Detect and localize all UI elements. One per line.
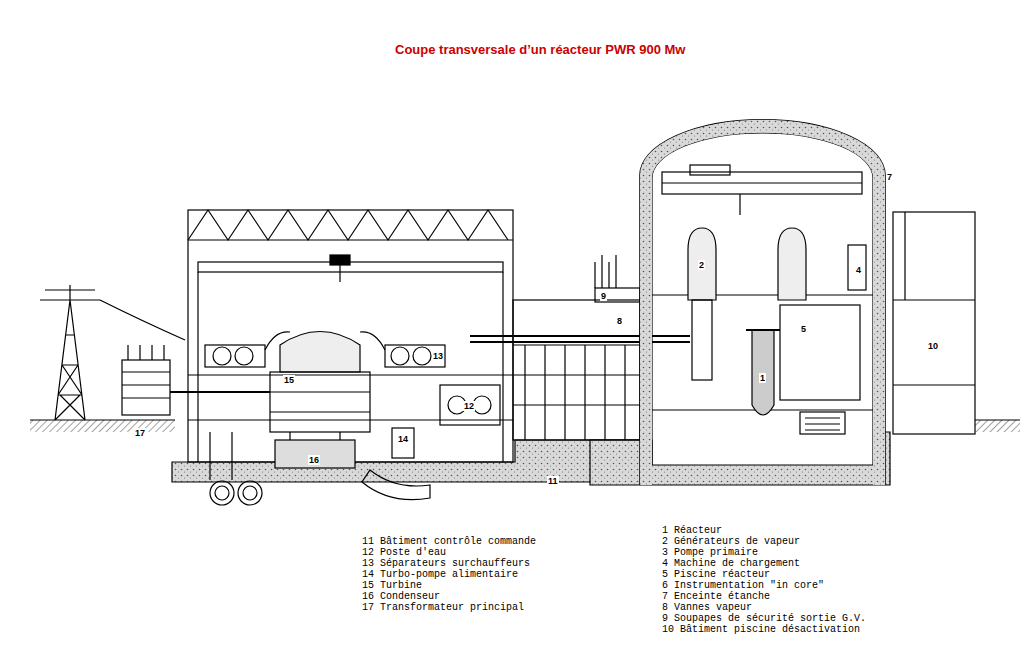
- callout-number: 10: [927, 341, 939, 351]
- callout-number: 12: [463, 401, 475, 411]
- callout-number: 8: [616, 316, 623, 326]
- legend-line: 1 Réacteur: [662, 525, 722, 536]
- callout-number: 13: [432, 351, 444, 361]
- legend-line: 5 Piscine réacteur: [662, 569, 770, 580]
- legend-line: 2 Générateurs de vapeur: [662, 536, 800, 547]
- legend-line: 9 Soupapes de sécurité sortie G.V.: [662, 613, 866, 624]
- legend-line: 3 Pompe primaire: [662, 547, 758, 558]
- callout-number: 9: [600, 291, 607, 301]
- legend-line: 10 Bâtiment piscine désactivation: [662, 624, 860, 635]
- legend-line: 4 Machine de chargement: [662, 558, 800, 569]
- callout-number: 7: [886, 172, 893, 182]
- callout-number: 5: [800, 324, 807, 334]
- callout-number: 17: [134, 428, 146, 438]
- legend-line: 8 Vannes vapeur: [662, 602, 752, 613]
- callout-number: 4: [855, 265, 862, 275]
- legend-line: 11 Bâtiment contrôle commande: [362, 536, 536, 547]
- legend-line: 16 Condenseur: [362, 591, 440, 602]
- legend-line: 13 Séparateurs surchauffeurs: [362, 558, 530, 569]
- legend-line: 14 Turbo-pompe alimentaire: [362, 569, 518, 580]
- legend-line: 15 Turbine: [362, 580, 422, 591]
- legend-line: 6 Instrumentation "in core": [662, 580, 824, 591]
- callout-number: 2: [698, 260, 705, 270]
- callout-number: 16: [308, 455, 320, 465]
- legend-line: 12 Poste d'eau: [362, 547, 446, 558]
- legend-line: 17 Transformateur principal: [362, 602, 524, 613]
- callout-number: 14: [397, 434, 409, 444]
- diagram-title: Coupe transversale d’un réacteur PWR 900…: [395, 42, 685, 57]
- legend-line: 7 Enceinte étanche: [662, 591, 770, 602]
- callout-number: 15: [283, 375, 295, 385]
- callout-number: 1: [759, 373, 766, 383]
- callout-number: 11: [547, 476, 559, 486]
